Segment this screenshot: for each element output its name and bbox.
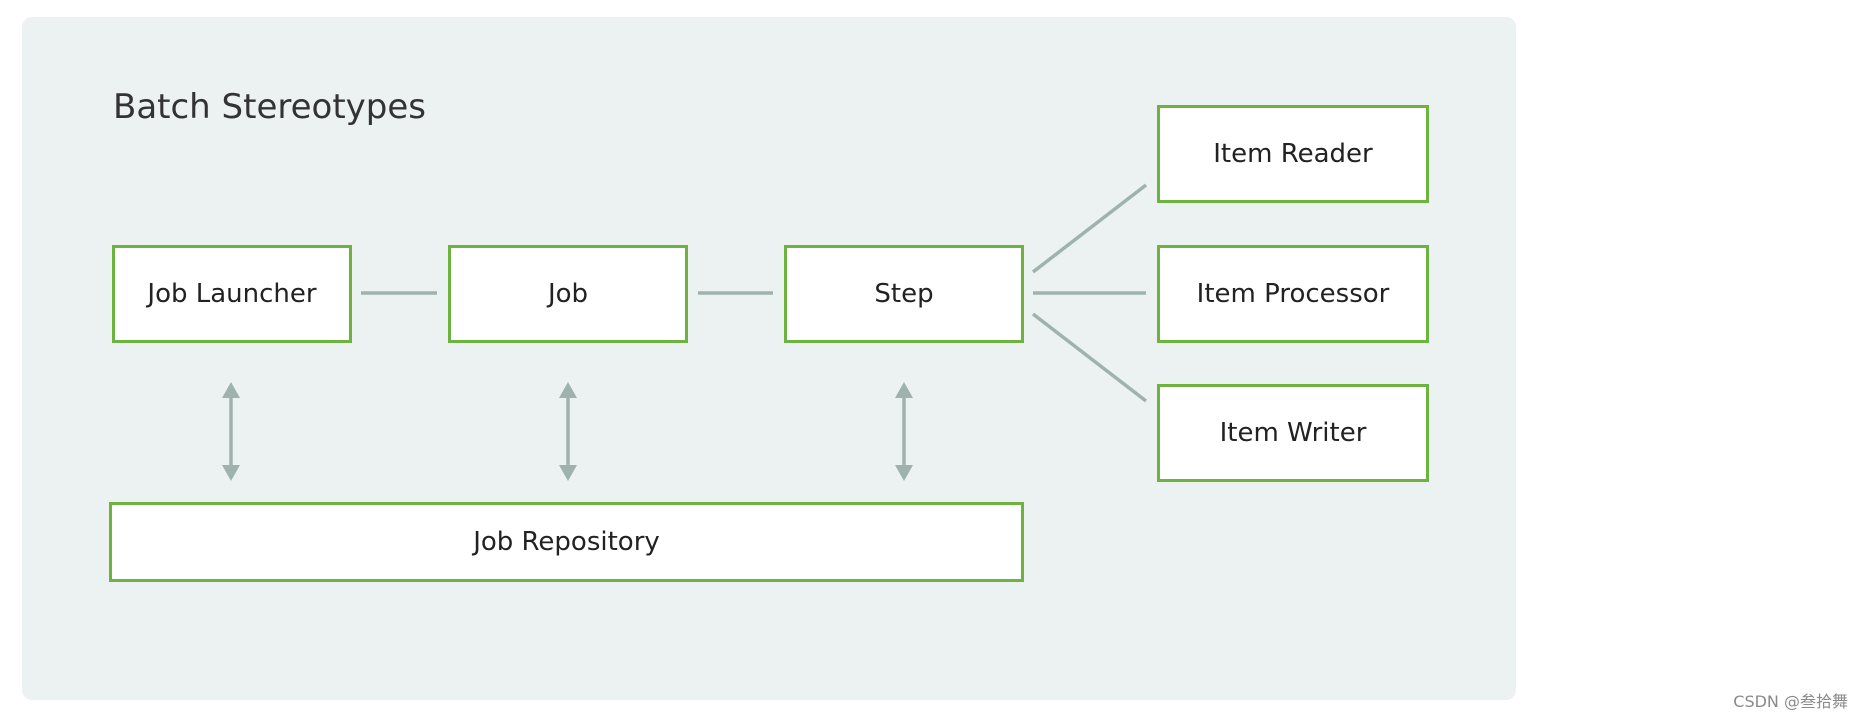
watermark: CSDN @叁拾舞 bbox=[1733, 692, 1848, 711]
node-job-repository: Job Repository bbox=[109, 502, 1024, 582]
node-job-launcher: Job Launcher bbox=[112, 245, 352, 343]
node-job: Job bbox=[448, 245, 688, 343]
diagram-title: Batch Stereotypes bbox=[113, 87, 426, 127]
node-step: Step bbox=[784, 245, 1024, 343]
node-item-reader: Item Reader bbox=[1157, 105, 1429, 203]
node-item-processor: Item Processor bbox=[1157, 245, 1429, 343]
node-item-writer: Item Writer bbox=[1157, 384, 1429, 482]
